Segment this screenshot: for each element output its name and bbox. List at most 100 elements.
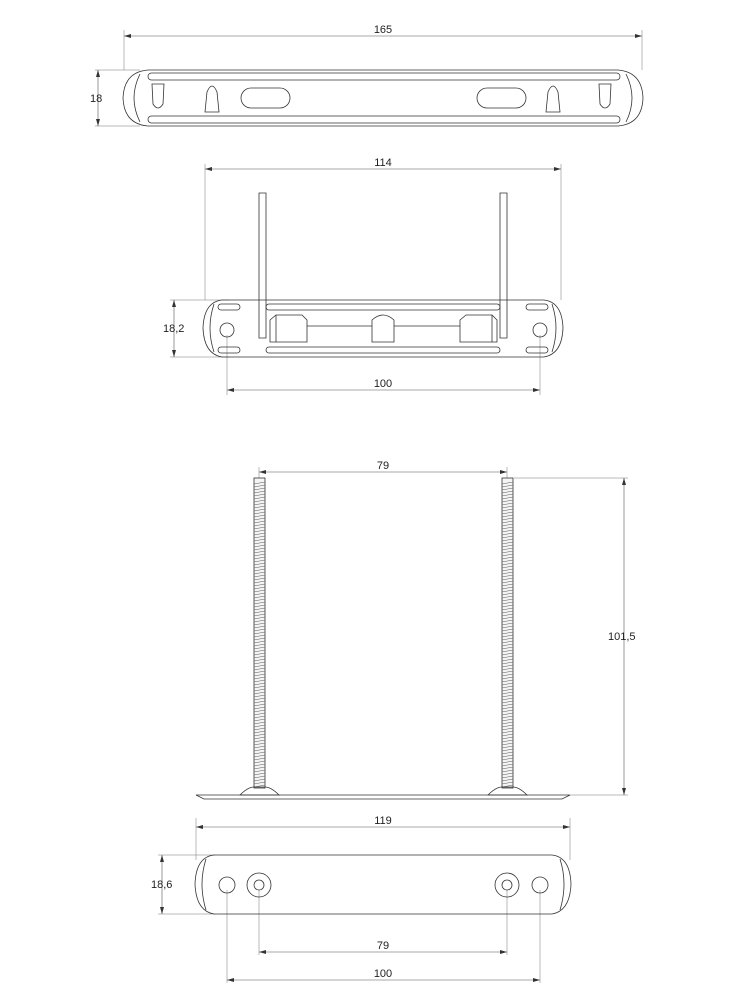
top-plate-outline	[122, 69, 644, 127]
thread-line	[501, 679, 514, 683]
oval-hole-right	[476, 87, 527, 109]
thread-line	[501, 724, 514, 728]
thread-line	[501, 535, 514, 539]
arrow-head	[160, 907, 164, 914]
thread-line	[253, 745, 266, 749]
arrow-head	[227, 388, 234, 392]
thread-line	[253, 760, 266, 764]
thread-line	[253, 751, 266, 755]
post-hole-right	[501, 879, 513, 891]
thread-line	[501, 640, 514, 644]
post-foot-left	[239, 786, 280, 796]
end-slot	[525, 346, 549, 354]
thread-line	[253, 769, 266, 773]
thread-line	[501, 646, 514, 650]
hook-tab	[151, 83, 165, 109]
long-slot	[265, 303, 501, 311]
arrow-head	[500, 950, 507, 954]
thread-line	[501, 505, 514, 509]
thread-line	[501, 556, 514, 560]
thread-line	[501, 532, 514, 536]
thread-line	[253, 727, 266, 731]
thread-line	[253, 562, 266, 566]
thread-line	[253, 724, 266, 728]
thread-line	[253, 736, 266, 740]
thread-line	[253, 721, 266, 725]
thread-line	[501, 754, 514, 758]
front-view: 114 18,2 100	[163, 157, 564, 395]
arrow-head	[259, 470, 266, 474]
thread-line	[501, 733, 514, 737]
clamp-block-left	[269, 314, 308, 343]
thread-line	[253, 496, 266, 500]
outer-hole-left	[218, 876, 236, 894]
arrow-head	[554, 167, 561, 171]
thread-line	[501, 685, 514, 689]
thread-line	[253, 718, 266, 722]
thread-line	[253, 583, 266, 587]
thread-hatching-right	[501, 481, 514, 788]
oval-hole-left	[240, 87, 291, 109]
thread-line	[253, 565, 266, 569]
thread-line	[253, 748, 266, 752]
thread-line	[501, 595, 514, 599]
thread-line	[501, 538, 514, 542]
thread-line	[501, 541, 514, 545]
thread-line	[501, 628, 514, 632]
arrow-head	[622, 478, 626, 485]
thread-line	[501, 739, 514, 743]
thread-line	[501, 709, 514, 713]
thread-line	[501, 562, 514, 566]
thread-line	[501, 487, 514, 491]
dimension-hole-spacing-label: 100	[374, 378, 392, 390]
arrow-head	[96, 119, 100, 126]
thread-line	[501, 619, 514, 623]
thread-line	[253, 505, 266, 509]
thread-line	[501, 736, 514, 740]
thread-line	[253, 778, 266, 782]
thread-line	[253, 640, 266, 644]
thread-line	[253, 529, 266, 533]
thread-line	[253, 679, 266, 683]
thread-line	[501, 682, 514, 686]
thread-line	[501, 715, 514, 719]
thread-line	[253, 637, 266, 641]
thread-line	[501, 481, 514, 485]
thread-line	[253, 763, 266, 767]
thread-line	[501, 742, 514, 746]
thread-line	[501, 697, 514, 701]
thread-line	[501, 526, 514, 530]
thread-line	[501, 673, 514, 677]
thread-line	[501, 658, 514, 662]
thread-line	[501, 781, 514, 785]
thread-line	[501, 775, 514, 779]
thread-line	[501, 565, 514, 569]
thread-line	[253, 604, 266, 608]
arrow-head	[96, 70, 100, 77]
thread-line	[501, 547, 514, 551]
arrow-head	[124, 34, 131, 38]
mounting-hole-right	[532, 322, 548, 338]
thread-line	[501, 484, 514, 488]
thread-line	[253, 514, 266, 518]
thread-line	[253, 502, 266, 506]
dimension-width-label: 119	[374, 815, 392, 827]
thread-line	[253, 742, 266, 746]
thread-line	[253, 550, 266, 554]
thread-line	[501, 520, 514, 524]
arrow-head	[259, 950, 266, 954]
thread-line	[501, 757, 514, 761]
thread-line	[501, 667, 514, 671]
thread-line	[501, 568, 514, 572]
thread-line	[253, 556, 266, 560]
thread-line	[501, 763, 514, 767]
post-hole-left	[253, 879, 265, 891]
thread-line	[501, 490, 514, 494]
plate-edge-curve	[133, 73, 141, 123]
thread-line	[501, 616, 514, 620]
thread-line	[253, 511, 266, 515]
outer-hole-right	[531, 876, 549, 894]
thread-line	[501, 664, 514, 668]
thread-line	[253, 622, 266, 626]
